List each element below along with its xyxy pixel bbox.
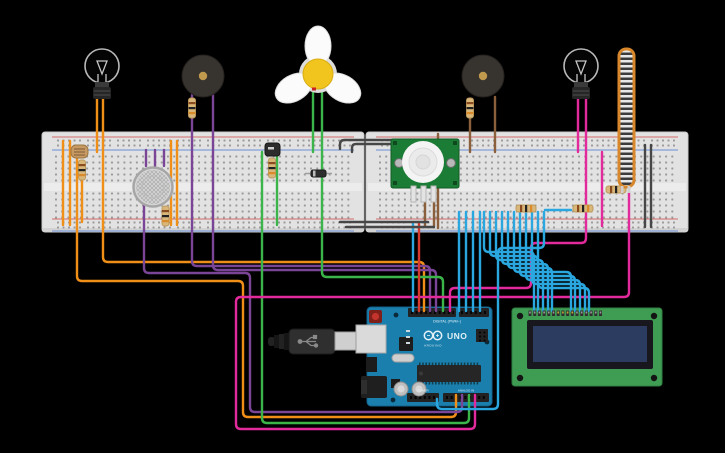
lcd-pin-6 — [552, 310, 555, 316]
fan[interactable] — [270, 25, 366, 109]
bulb-cap — [95, 82, 109, 87]
power-label: POWER — [417, 389, 429, 393]
mounting-hole — [390, 397, 396, 403]
lcd-pin-14 — [589, 310, 593, 316]
component-chip — [391, 379, 400, 388]
wire-transistor-to-a2[interactable] — [260, 150, 471, 425]
lcd-screw-hole — [516, 312, 524, 320]
center-channel — [368, 183, 686, 191]
wire-lcd-power-loop[interactable] — [435, 210, 546, 411]
usb-port[interactable] — [355, 324, 387, 354]
resistor-buzzer1[interactable] — [188, 97, 196, 119]
wire-lcd-wire-10[interactable] — [536, 210, 591, 313]
wire-buzzer1-right-to-d10[interactable] — [211, 93, 438, 313]
wire-flex-to-a3[interactable] — [234, 188, 631, 431]
light-bulb-1[interactable] — [84, 48, 120, 99]
crystal-oscillator — [391, 353, 415, 363]
lcd-pin-5 — [547, 310, 551, 316]
bulb-base — [93, 87, 111, 99]
wire-gas-to-a1[interactable] — [142, 202, 464, 414]
pir-pad — [393, 141, 397, 145]
lcd-pin-9 — [566, 310, 570, 316]
piezo-buzzer-1[interactable] — [181, 54, 225, 98]
flex-sensor[interactable] — [617, 47, 636, 193]
buzzer-center — [198, 71, 208, 81]
pir-leg — [410, 185, 417, 203]
pir-sensor[interactable] — [390, 138, 460, 203]
pir-leg — [420, 185, 427, 203]
resistor-right-2[interactable] — [572, 204, 594, 213]
main-ic — [417, 362, 481, 385]
lcd-screw-hole — [650, 312, 658, 320]
pir-screw — [446, 158, 456, 168]
fan-hub — [302, 58, 334, 90]
fan-terminal — [312, 87, 316, 91]
gas-sensor[interactable] — [132, 166, 174, 208]
flex-leg — [627, 186, 631, 193]
lcd-pin-16 — [599, 310, 602, 316]
diode[interactable] — [305, 169, 332, 178]
icsp-header — [476, 329, 488, 342]
brand-label: UNO — [447, 331, 467, 341]
center-channel — [44, 183, 362, 191]
led-indicator — [406, 336, 410, 338]
lcd-pin-11 — [575, 310, 579, 316]
lcd-pin-3 — [537, 310, 541, 316]
analog-label: ANALOG IN — [458, 389, 474, 393]
lcd-pin-7 — [556, 310, 560, 316]
pir-pad — [393, 181, 397, 185]
power-jack[interactable] — [361, 376, 387, 398]
resistor-buzzer2[interactable] — [466, 97, 474, 119]
lcd-pin-1 — [528, 310, 532, 316]
lcd-screw-hole — [516, 374, 524, 382]
lcd-screen — [533, 326, 647, 362]
usb-icon — [297, 334, 319, 348]
flex-leg — [620, 186, 624, 193]
lcd-pin-8 — [561, 310, 565, 316]
resistor-gas[interactable] — [161, 205, 170, 227]
resistor-right-1[interactable] — [515, 204, 537, 213]
lcd-display[interactable] — [511, 307, 663, 387]
lcd-pin-15 — [594, 310, 598, 316]
lcd-pin-10 — [570, 310, 574, 316]
wire-fan-to-d9[interactable] — [320, 90, 445, 313]
reset-button[interactable] — [369, 310, 382, 323]
light-bulb-2[interactable] — [563, 48, 599, 99]
lcd-pin-12 — [580, 310, 584, 316]
buzzer-center — [478, 71, 488, 81]
gas-sensor-mesh — [136, 170, 170, 204]
bulb-cap — [574, 82, 588, 87]
resistor-ldr[interactable] — [78, 159, 86, 181]
piezo-buzzer-2[interactable] — [461, 54, 505, 98]
voltage-regulator — [366, 357, 377, 372]
lcd-pin-13 — [584, 310, 588, 316]
pir-pad — [453, 181, 457, 185]
usb-plug-metal — [334, 331, 357, 351]
capacitor-top — [397, 385, 405, 393]
wire-ldr-to-a0[interactable] — [75, 156, 458, 419]
mounting-hole — [393, 312, 399, 318]
photoresistor[interactable] — [70, 144, 89, 159]
breadboard-left[interactable] — [41, 131, 365, 233]
usb-cable[interactable] — [268, 328, 357, 355]
diode-band — [313, 170, 316, 177]
lcd-pin-4 — [542, 310, 546, 316]
brand-maker-label: ARDUINO — [424, 344, 442, 348]
transistor[interactable] — [264, 142, 281, 157]
pir-leg — [430, 185, 437, 203]
pir-pad — [453, 141, 457, 145]
digital-label: DIGITAL (PWM~) — [433, 320, 461, 324]
bulb-base — [572, 87, 590, 99]
led-indicator — [406, 330, 410, 332]
pir-dome-core — [415, 154, 431, 170]
capacitor-top — [415, 385, 423, 393]
led-indicator — [406, 342, 410, 344]
resistor-transistor[interactable] — [268, 157, 276, 179]
arduino-uno[interactable]: DIGITAL (PWM~) UNO ARDUINO POWER ANALOG … — [355, 306, 493, 407]
lcd-screw-hole — [650, 374, 658, 382]
lcd-pin-2 — [533, 310, 537, 316]
arduino-logo-icon — [423, 330, 443, 341]
transistor-label — [268, 147, 274, 150]
